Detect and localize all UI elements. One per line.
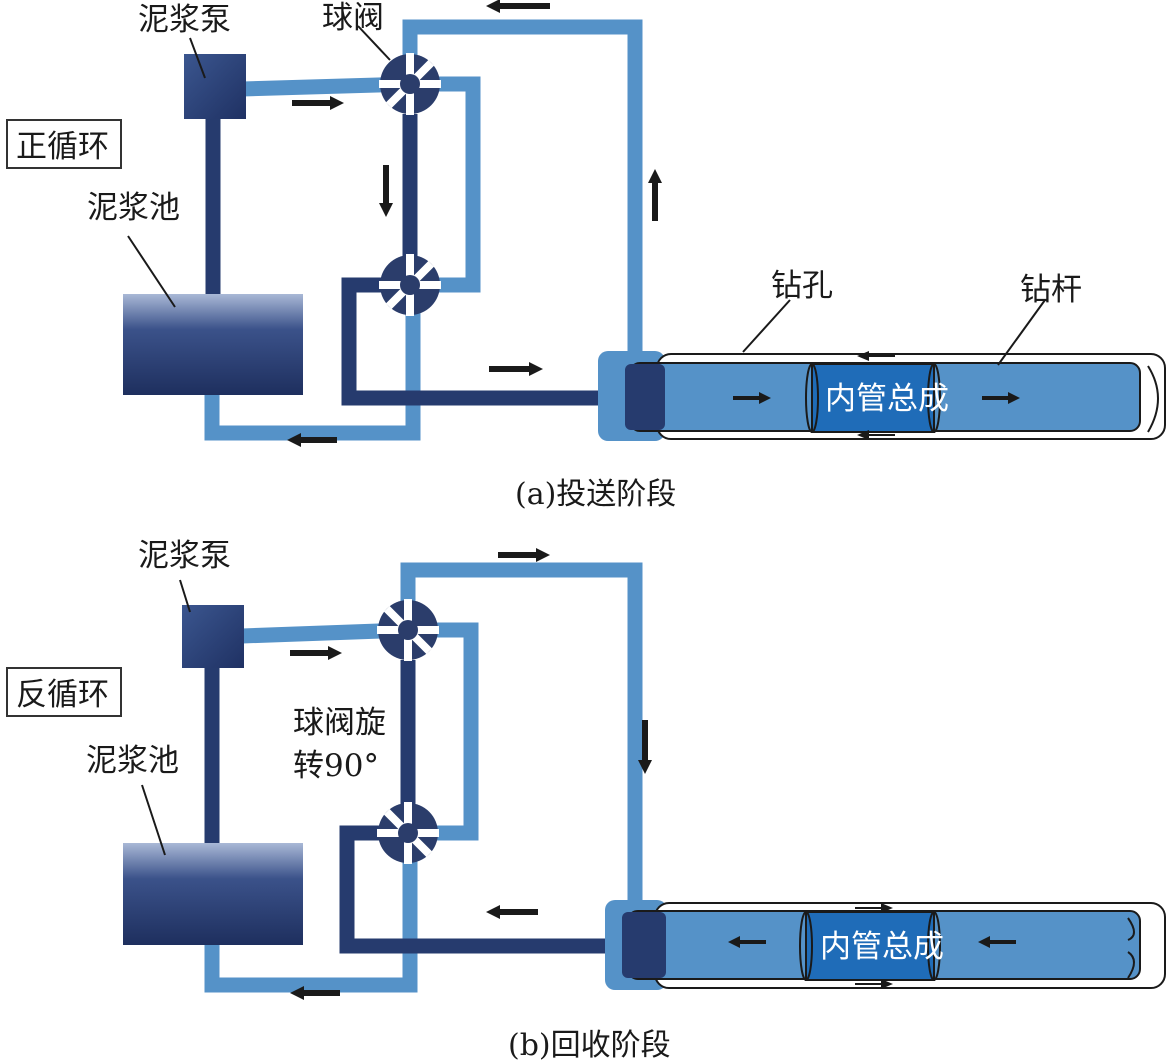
flow-arrows-a [287, 0, 1020, 447]
arrow-icon [292, 96, 344, 110]
dark-pipes-b [204, 660, 605, 954]
borehole-label-a: 钻孔 [771, 268, 833, 304]
panel-a: 正循环 泥浆泵 球阀 泥浆池 钻孔 钻杆 内管总成 (a)投送阶段 [6, 0, 1166, 512]
ball-valve-icon [377, 802, 439, 864]
connector-b [622, 912, 666, 978]
arrow-icon [379, 165, 393, 217]
arrow-icon [489, 362, 543, 376]
caption-a: (a)投送阶段 [515, 477, 676, 512]
arrow-icon [648, 169, 662, 221]
drill-rod-label-a: 钻杆 [1020, 272, 1082, 308]
arrow-icon [498, 548, 550, 562]
mode-box-a [6, 119, 122, 169]
valve-label-a: 球阀 [322, 0, 384, 36]
pump-label-a: 泥浆泵 [138, 2, 231, 38]
arrow-icon [486, 0, 550, 13]
arrow-icon [728, 936, 766, 948]
arrow-icon [287, 433, 337, 447]
arrow-icon [290, 986, 340, 1000]
mode-label-b: 反循环 [16, 677, 109, 713]
arrow-icon [290, 646, 342, 660]
arrow-icon [857, 430, 895, 440]
ball-valve-icon [379, 53, 441, 115]
pool-b [123, 843, 303, 945]
pump-label-b: 泥浆泵 [138, 538, 231, 574]
panel-b: 反循环 泥浆泵 泥浆池 球阀旋 转90° 内管总成 (b)回收阶段 [6, 538, 1166, 1063]
inner-assembly-label-a: 内管总成 [825, 381, 949, 417]
ball-valve-icon [377, 599, 439, 661]
pump-b [182, 605, 244, 668]
arrow-icon [486, 905, 538, 919]
mode-box-b [6, 667, 122, 717]
pool-a [123, 294, 303, 395]
arrow-icon [733, 392, 771, 404]
mode-label-a: 正循环 [16, 129, 109, 165]
arrow-icon [982, 392, 1020, 404]
pool-label-b: 泥浆池 [86, 743, 179, 779]
arrow-icon [855, 979, 893, 989]
arrow-icon [857, 351, 895, 361]
valve-note-line2-b: 转90° [293, 748, 379, 784]
pump-a [184, 54, 246, 119]
pool-label-a: 泥浆池 [87, 190, 180, 226]
valve-note-line1-b: 球阀旋 [293, 705, 386, 741]
connector-a [625, 364, 665, 430]
inner-assembly-a [811, 363, 935, 433]
inner-assembly-b [805, 911, 935, 981]
ball-valve-icon [379, 254, 441, 316]
inner-assembly-label-b: 内管总成 [820, 929, 944, 965]
arrow-icon [855, 903, 893, 913]
dark-pipes-a [205, 114, 605, 406]
caption-b: (b)回收阶段 [508, 1028, 671, 1063]
arrow-icon [638, 720, 652, 774]
arrow-icon [978, 936, 1016, 948]
flow-arrows-b [290, 548, 1016, 1000]
